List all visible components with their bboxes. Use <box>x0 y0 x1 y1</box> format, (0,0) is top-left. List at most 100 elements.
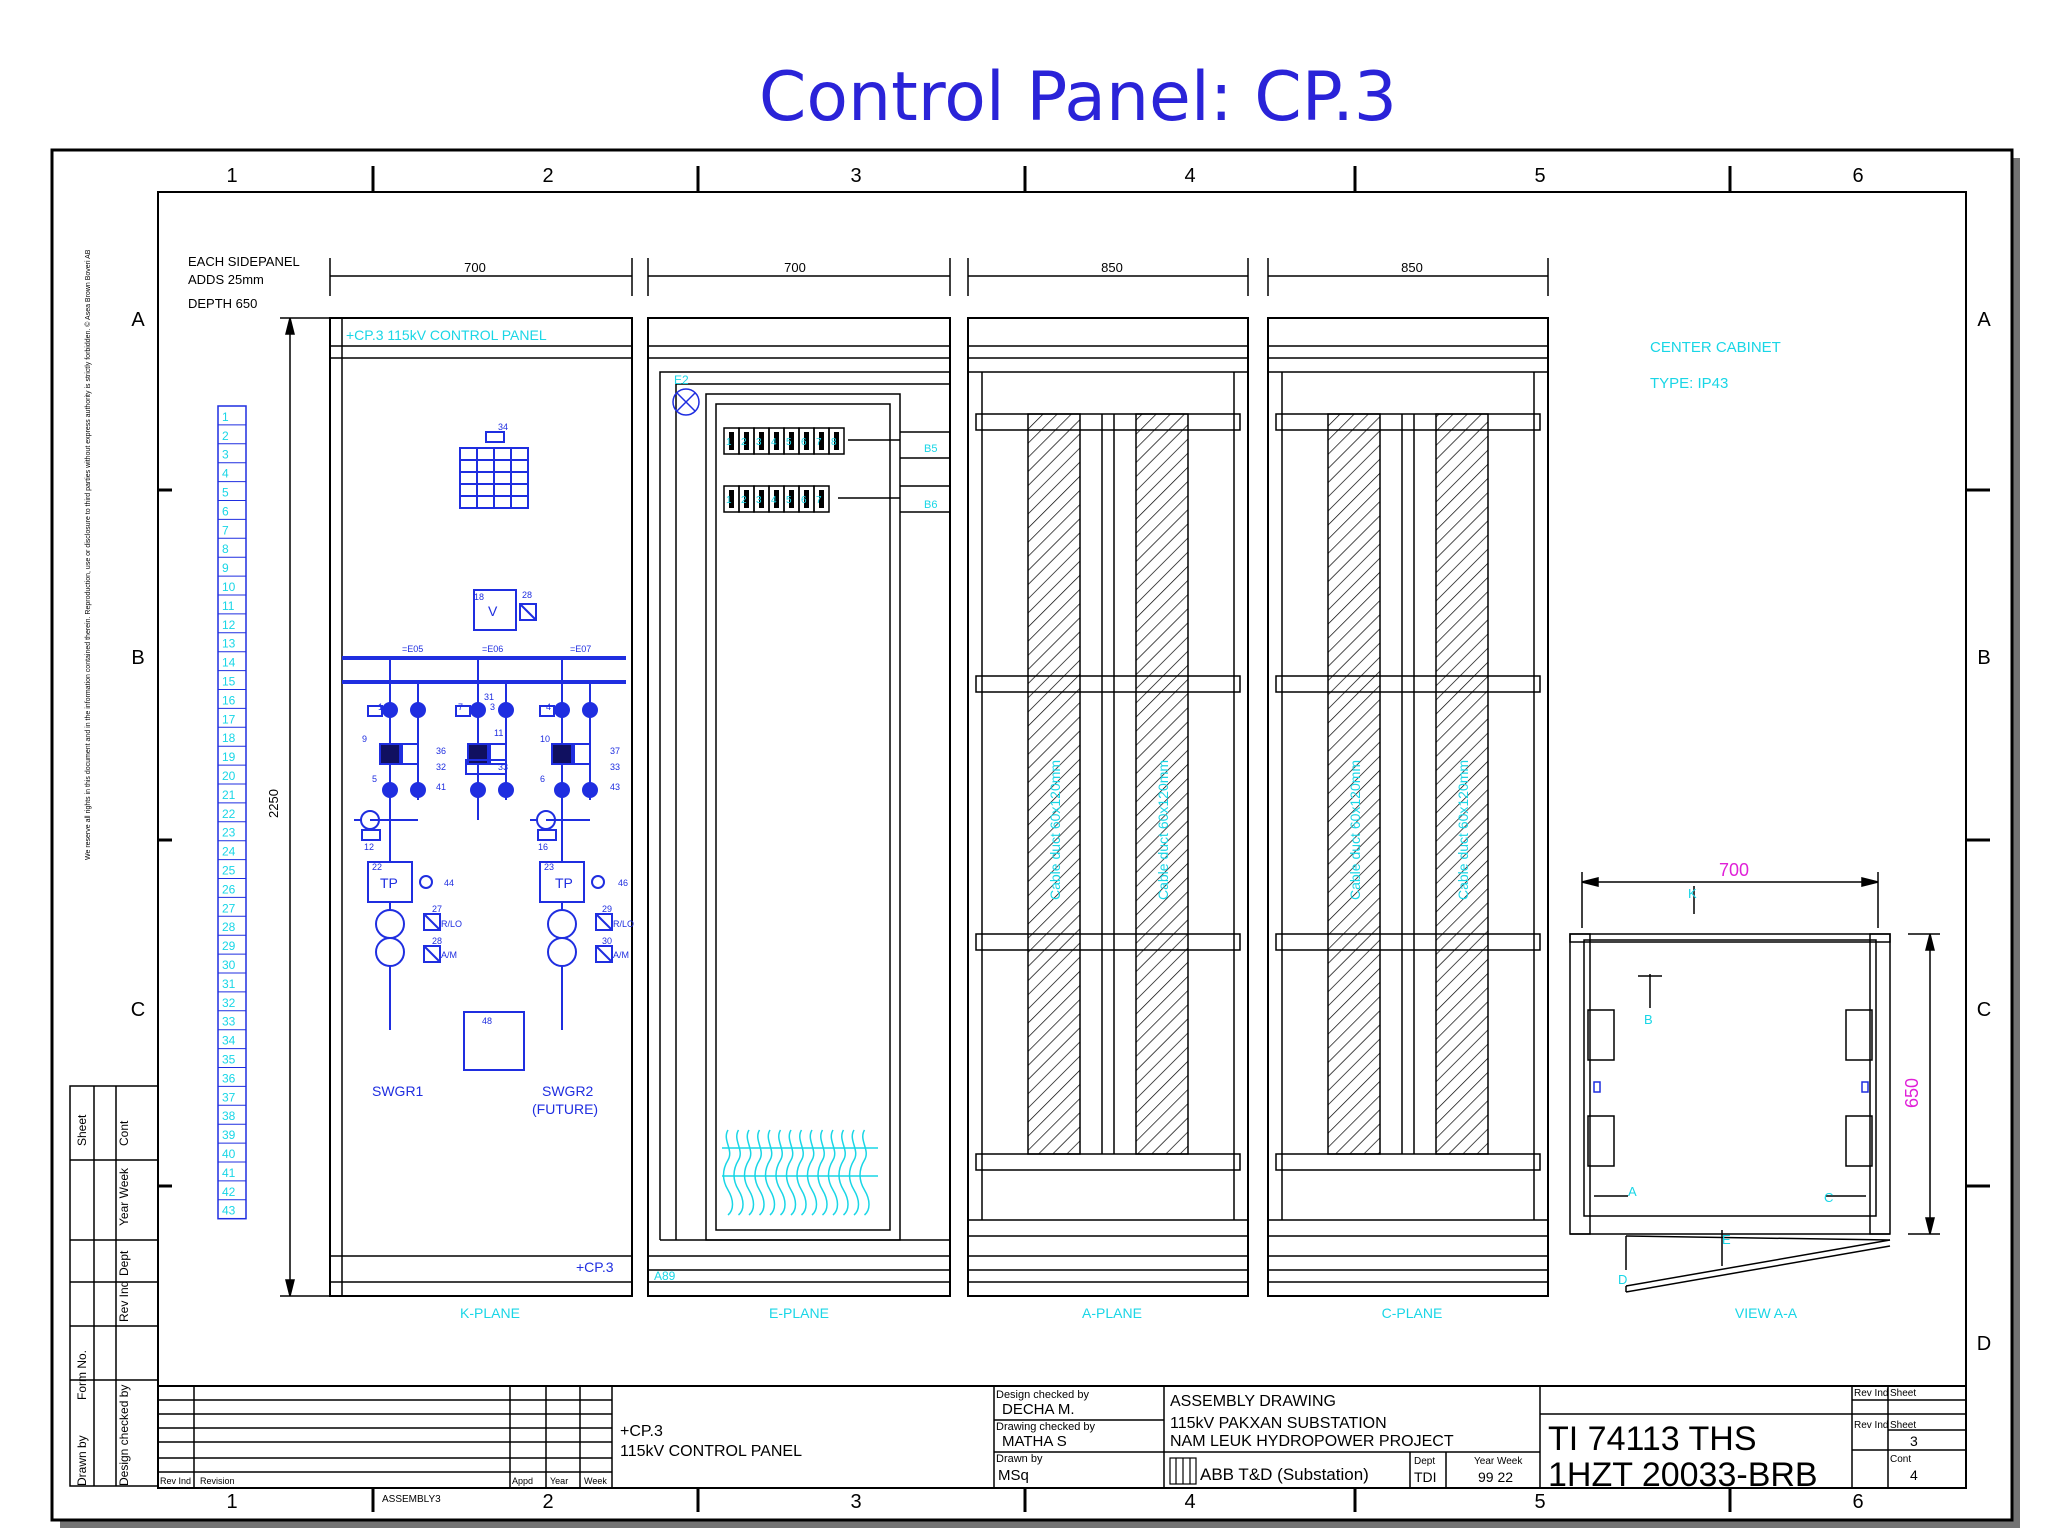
terminal-19: 19 <box>222 750 236 764</box>
tp-label-1: TP <box>380 875 398 891</box>
am-mark-1 <box>423 945 441 963</box>
c-plane-label: C-PLANE <box>1382 1305 1443 1321</box>
bay2-box <box>465 759 507 775</box>
yearweek-value: 99 22 <box>1478 1469 1513 1485</box>
terminal-38: 38 <box>222 1109 236 1123</box>
terminal-5: 5 <box>222 486 229 500</box>
note-sidepanel: EACH SIDEPANEL <box>188 254 300 269</box>
strip-sheet: Sheet <box>75 1114 89 1146</box>
terminal-36: 36 <box>222 1071 236 1085</box>
rlo-label-2: R/LO <box>613 919 634 929</box>
view-letter-c: C <box>1824 1190 1833 1205</box>
am-label-2: A/M <box>613 950 629 960</box>
k-item-34: 34 <box>498 422 508 432</box>
tp-label-2: TP <box>555 875 573 891</box>
e-row2-clip-3 <box>759 490 764 508</box>
grid-row-right-A: A <box>1977 309 1991 331</box>
e-row2-clip-2 <box>744 490 749 508</box>
terminal-32: 32 <box>222 996 236 1010</box>
e-row1-clip-4 <box>774 432 779 450</box>
terminal-20: 20 <box>222 769 236 783</box>
title-block <box>158 1385 1966 1488</box>
terminal-15: 15 <box>222 675 236 689</box>
week-header: Week <box>584 1476 607 1486</box>
dim-a-width: 850 <box>1101 260 1123 275</box>
page-title: Control Panel: CP.3 <box>758 58 1398 137</box>
doc-number-2: 1HZT 20033-BRB <box>1548 1456 1818 1494</box>
terminal-12: 12 <box>222 618 236 632</box>
k-plane-marker: +CP.3 <box>576 1259 614 1275</box>
view-letter-a: A <box>1628 1184 1637 1199</box>
rev-ind-label-2: Rev Ind <box>1854 1420 1888 1431</box>
note-depth: DEPTH 650 <box>188 296 257 311</box>
grid-col-bottom-1: 1 <box>226 1491 237 1513</box>
disconnector-3-0 <box>554 702 570 718</box>
e-plane-lamp <box>672 388 700 416</box>
k-item-11: 11 <box>494 728 503 738</box>
k-item-5: 5 <box>372 774 377 784</box>
c-duct-label-2: Cable duct 60x120mm <box>1455 760 1471 900</box>
designation-line1: +CP.3 <box>620 1423 663 1440</box>
company-name: ABB T&D (Substation) <box>1200 1465 1369 1484</box>
e-wire-4 <box>754 1129 765 1216</box>
sheet-label-2: Sheet <box>1890 1420 1916 1431</box>
k-item-27: 27 <box>432 904 442 914</box>
e-plane-panel <box>647 317 951 1297</box>
breaker-3 <box>551 743 573 765</box>
e-wire-6 <box>775 1129 786 1216</box>
terminal-42: 42 <box>222 1185 236 1199</box>
e-row2-tag: B6 <box>924 499 937 511</box>
c-plane-outline <box>1267 317 1549 1297</box>
view-width-label: 700 <box>1719 860 1749 880</box>
view-letter-d: D <box>1618 1272 1627 1287</box>
abb-logo <box>1169 1457 1197 1485</box>
k-item-37: 37 <box>610 746 620 756</box>
e-wire-12 <box>838 1129 849 1216</box>
strip-formno: Form No. <box>75 1350 89 1400</box>
rev-ind-label-1: Rev Ind <box>1854 1388 1888 1399</box>
view-letter-e: E <box>1722 1232 1731 1247</box>
breaker-1 <box>379 743 401 765</box>
dept-label: Dept <box>1414 1456 1435 1467</box>
e-wire-14 <box>859 1129 870 1216</box>
k-item-3: 3 <box>588 702 593 712</box>
e-row1-clip-7 <box>819 432 824 450</box>
a-plane-crossbar <box>975 1153 1241 1171</box>
e-row1-num-1: 1 <box>726 437 732 448</box>
e-wire-8 <box>796 1129 807 1216</box>
a-plane-crossbar <box>975 933 1241 951</box>
e-wire-11 <box>827 1129 839 1216</box>
revision-header: Revision <box>200 1476 235 1486</box>
grid-col-bottom-3: 3 <box>850 1491 861 1513</box>
sheet-label-1: Sheet <box>1890 1388 1916 1399</box>
grid-col-top-2: 2 <box>542 165 553 187</box>
k-item-46: 46 <box>618 878 628 888</box>
e-wire-7 <box>785 1129 797 1216</box>
k-item-2: 2 <box>416 702 421 712</box>
e-row1-cell-8 <box>828 427 845 455</box>
terminal-6: 6 <box>222 504 229 518</box>
aux-box-2 <box>455 705 471 717</box>
design-checked-label: Design checked by <box>996 1389 1089 1401</box>
note-adds: ADDS 25mm <box>188 272 264 287</box>
dim-c-width: 850 <box>1401 260 1423 275</box>
e-row2-clip-1 <box>729 490 734 508</box>
grid-col-top-3: 3 <box>850 165 861 187</box>
e-wire-5 <box>764 1129 776 1216</box>
height-dimension-label: 2250 <box>266 789 281 818</box>
doc-line2: 115kV PAKXAN SUBSTATION <box>1170 1415 1387 1432</box>
k-plane-header: +CP.3 115kV CONTROL PANEL <box>346 327 547 343</box>
a-plane-cable-duct-2 <box>1135 413 1189 1155</box>
e-row1-num-4: 4 <box>771 437 777 448</box>
view-letter-k: K <box>1688 886 1697 901</box>
terminal-25: 25 <box>222 864 236 878</box>
grid-col-bottom-4: 4 <box>1184 1491 1195 1513</box>
terminal-31: 31 <box>222 977 236 991</box>
e-plane-wires <box>722 1129 878 1216</box>
cont-value: 4 <box>1910 1467 1918 1483</box>
terminal-strip: 1234567891011121314151617181920212223242… <box>217 405 247 1220</box>
doc-line1: ASSEMBLY DRAWING <box>1170 1393 1336 1410</box>
am-mark-2 <box>595 945 613 963</box>
e-row1-num-5: 5 <box>786 437 792 448</box>
